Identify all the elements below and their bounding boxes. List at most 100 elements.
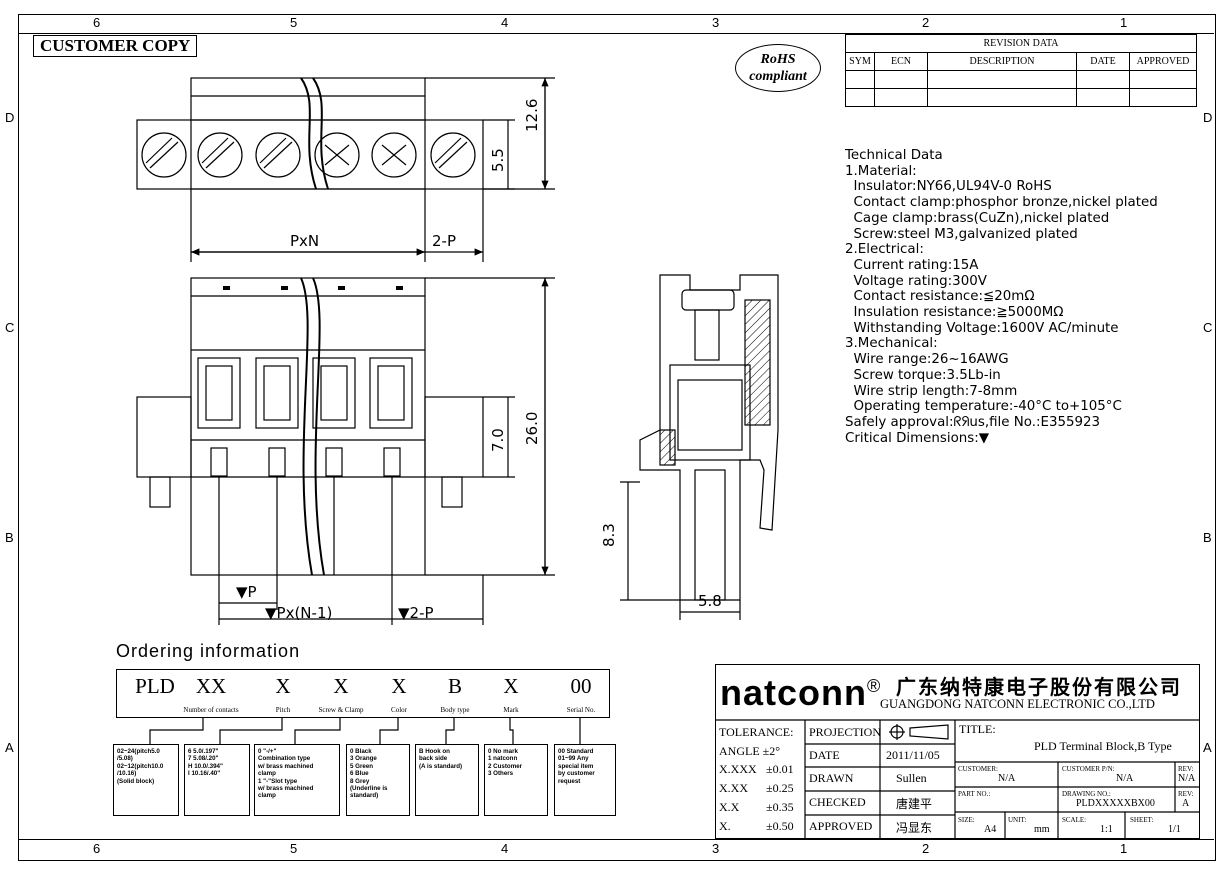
option-contacts: 02~24(pitch5.0 /5.08) 02~12(pitch10.0 /1… (113, 744, 179, 816)
drawing-title: PLD Terminal Block,B Type (1034, 739, 1172, 753)
dim-8-3: 8.3 (600, 523, 618, 547)
option-color: 0 Black 3 Orange 5 Green 6 Blue 8 Grey (… (346, 744, 410, 816)
technical-data-line: Insulation resistance:≧5000MΩ (845, 305, 1064, 321)
size-value: A4 (984, 824, 997, 835)
title-block-grid (715, 719, 1200, 839)
rev-value-1: N/A (1178, 773, 1196, 784)
option-pitch: 6 5.0/.197" 7 5.08/.20" H 10.0/.394" I 1… (184, 744, 250, 816)
zone-row-b: B (5, 530, 14, 545)
code-pitch: X (275, 674, 291, 698)
date-label: DATE (809, 748, 840, 762)
wire-entries (197, 357, 413, 477)
company-name-cn: 广东纳特康电子股份有限公司 (896, 675, 1182, 699)
zone-row-d-right: D (1203, 110, 1213, 125)
dim-2p-top: 2-P (432, 232, 457, 250)
zone-col-2-bottom: 2 (922, 841, 930, 856)
drawing-frame (18, 14, 1216, 861)
checked-label: CHECKED (809, 795, 866, 809)
dim-pxn: PxN (290, 232, 320, 250)
registered-mark: ® (867, 676, 882, 696)
technical-data-line: Screw torque:3.5Lb-in (845, 367, 1001, 383)
technical-data-line: Contact clamp:phosphor bronze,nickel pla… (845, 195, 1158, 211)
code-color-label: Color (391, 706, 407, 714)
code-contacts: XX (195, 674, 227, 698)
projection-label: PROJECTION (809, 725, 882, 739)
checked-value: 唐建平 (896, 797, 933, 811)
zone-col-1-bottom: 1 (1120, 841, 1128, 856)
ordering-leaders (149, 718, 581, 744)
size-label: SIZE: (958, 816, 975, 824)
ordering-code-box: PLD XX Number of contacts X Pitch X Scre… (116, 669, 610, 718)
scale-value: 1:1 (1100, 824, 1113, 835)
zone-col-4: 4 (501, 15, 509, 30)
drawn-label: DRAWN (809, 771, 854, 785)
technical-data-line: 3.Mechanical: (845, 336, 938, 352)
technical-data-line: Withstanding Voltage:1600V AC/minute (845, 320, 1119, 336)
sheet-value: 1/1 (1168, 824, 1181, 835)
rev-label-1: REV: (1178, 765, 1194, 773)
option-body: B Hook on back side (A is standard) (415, 744, 479, 816)
tol-xx-value: ±0.25 (766, 781, 794, 795)
drawn-value: Sullen (896, 771, 927, 785)
code-mark: X (503, 674, 519, 698)
technical-data-line: Wire range:26~16AWG (845, 352, 1009, 368)
natconn-logo: natconn® (720, 672, 881, 714)
technical-data-line: Contact resistance:≦20mΩ (845, 289, 1035, 305)
dim-12-6: 12.6 (523, 98, 541, 132)
zone-row-c-right: C (1203, 320, 1213, 335)
code-serial-label: Serial No. (566, 706, 596, 714)
tol-x-value: ±0.35 (766, 800, 794, 814)
code-serial: 00 (570, 674, 592, 698)
zone-col-5: 5 (290, 15, 298, 30)
code-body-label: Body type (440, 706, 470, 714)
code-body: B (447, 674, 463, 698)
date-value: 2011/11/05 (886, 748, 940, 762)
technical-data-line: Voltage rating:300V (845, 273, 987, 289)
title-block: natconn® 广东纳特康电子股份有限公司 GUANGDONG NATCONN… (715, 664, 1200, 839)
code-contacts-label: Number of contacts (183, 706, 239, 714)
tolerance-angle: ANGLE ±2° (719, 744, 781, 758)
technical-data-line: Operating temperature:-40°C to+105°C (845, 399, 1122, 415)
code-mark-label: Mark (503, 706, 519, 714)
part-no-label: PART NO.: (958, 790, 991, 798)
code-screw-label: Screw & Clamp (318, 706, 364, 714)
zone-ruler-bottom: 6 5 4 3 2 1 (18, 839, 1214, 859)
technical-data-line: Insulator:NY66,UL94V-0 RoHS (845, 179, 1052, 195)
unit-value: mm (1034, 824, 1050, 835)
zone-col-4-bottom: 4 (501, 841, 509, 856)
tol-xxx: X.XXX (719, 762, 757, 776)
front-view (136, 277, 484, 576)
rohs-badge: RoHS compliant (735, 44, 821, 92)
rev-empty-row (845, 70, 1197, 89)
approved-value: 冯显东 (896, 821, 933, 835)
zone-col-1: 1 (1120, 15, 1128, 30)
customer-value: N/A (998, 773, 1016, 784)
tol-x0: X. (719, 819, 731, 833)
dim-5-8: 5.8 (698, 592, 722, 610)
customer-label: CUSTOMER: (958, 765, 998, 773)
dim-p: ▼P (236, 583, 257, 601)
technical-data-line: 1.Material: (845, 163, 917, 179)
zone-ruler-top: 6 5 4 3 2 1 (18, 14, 1214, 34)
zone-col-6-bottom: 6 (93, 841, 101, 856)
zone-row-c: C (5, 320, 15, 335)
option-screw: 0 "-/+" Combination type w/ brass machin… (254, 744, 340, 816)
customer-pn-value: N/A (1116, 773, 1134, 784)
rev-value-2: A (1182, 798, 1190, 809)
tol-xxx-value: ±0.01 (766, 762, 794, 776)
rev-label-2: REV: (1178, 790, 1194, 798)
code-color: X (391, 674, 407, 698)
zone-col-3: 3 (712, 15, 720, 30)
dim-pxn-1: ▼Px(N-1) (265, 604, 333, 622)
option-serial: 00 Standard 01~99 Any special item by cu… (554, 744, 616, 816)
logo-text: natconn (720, 672, 867, 713)
approved-label: APPROVED (809, 819, 873, 833)
side-view (639, 274, 779, 601)
dim-26-0: 26.0 (523, 411, 541, 445)
scale-label: SCALE: (1062, 816, 1087, 824)
rev-empty-row (845, 88, 1197, 107)
drawing-no-value: PLDXXXXXBX00 (1076, 798, 1155, 809)
tol-x: X.X (719, 800, 740, 814)
unit-label: UNIT: (1008, 816, 1027, 824)
